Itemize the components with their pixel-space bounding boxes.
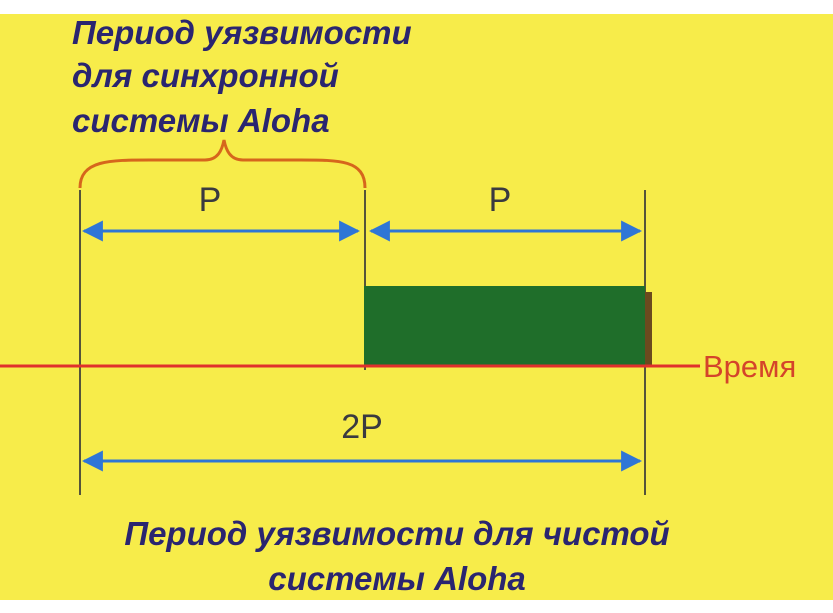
p-label-right: P xyxy=(489,181,512,219)
top-caption-line-1: Период уязвимости xyxy=(72,14,412,51)
bottom-caption-line-1: Период уязвимости для чистой xyxy=(124,515,669,552)
bottom-caption-line-2: системы Aloha xyxy=(268,560,526,597)
top-caption-line-3: системы Aloha xyxy=(72,102,330,139)
top-caption-line-2: для синхронной xyxy=(72,57,339,94)
two-p-label: 2P xyxy=(341,408,383,446)
p-label-left: P xyxy=(199,181,222,219)
time-axis-label: Время xyxy=(703,349,796,384)
synchronous-period-brace xyxy=(78,139,367,189)
frame-block xyxy=(364,286,645,365)
